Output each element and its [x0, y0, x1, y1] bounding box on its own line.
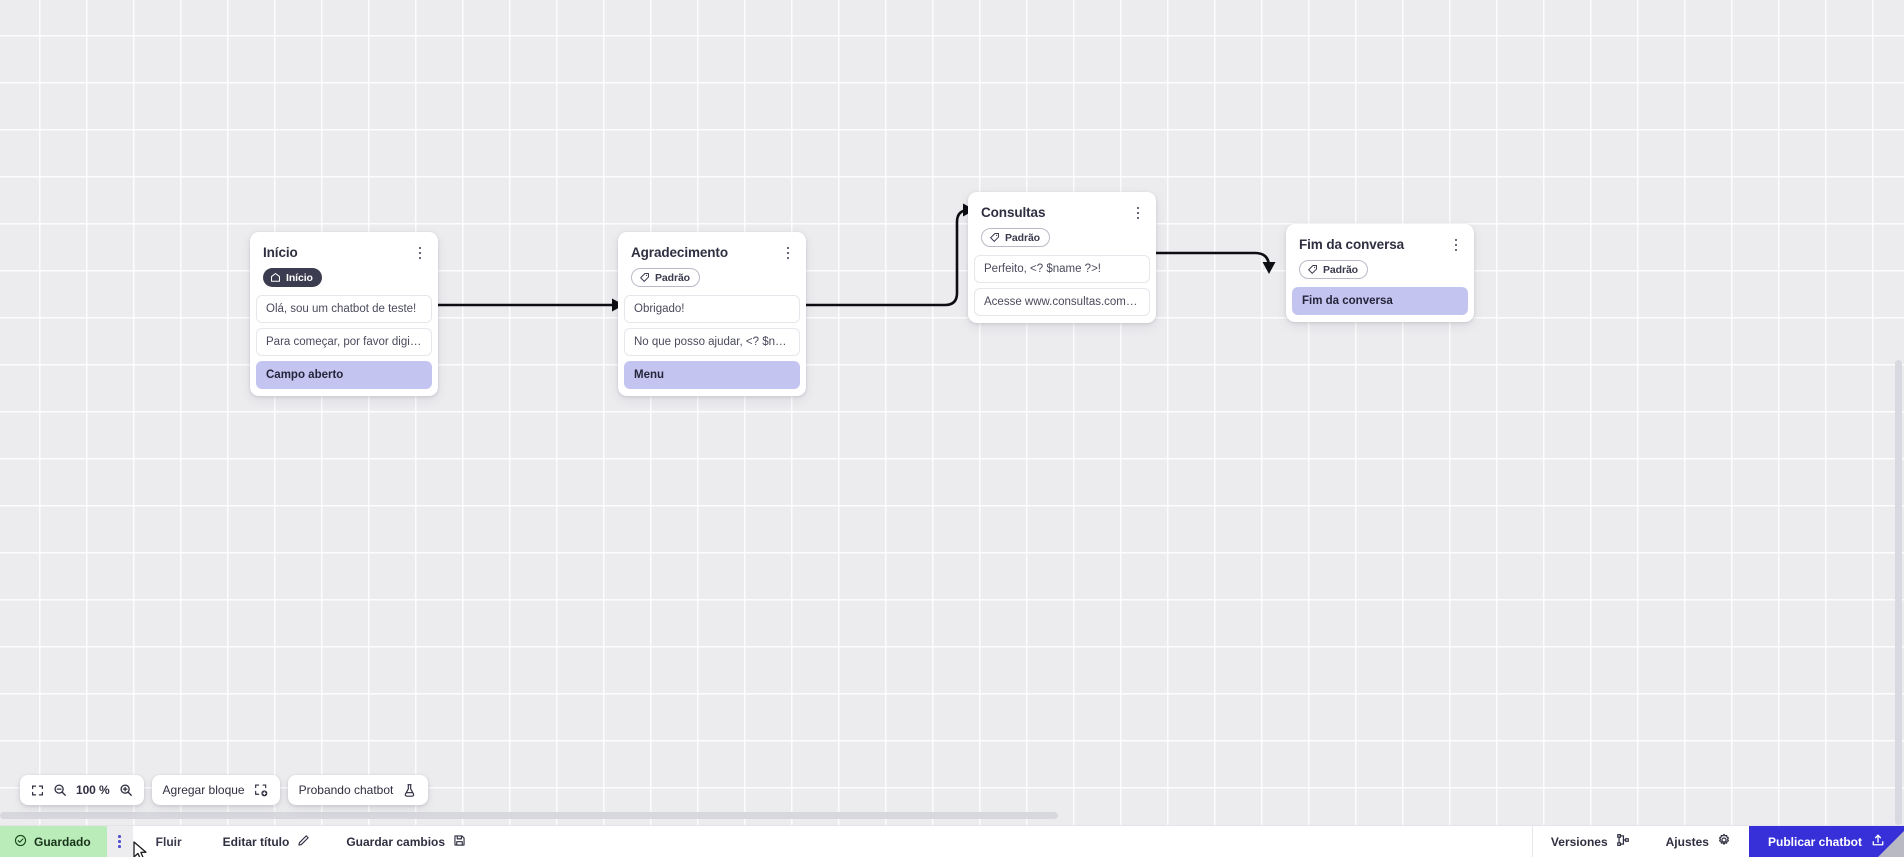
node-row-message[interactable]: No que posso ajudar, <? $name ... [624, 328, 800, 356]
flow-node-inicio[interactable]: Início Início Olá, sou um chatbot de tes… [250, 232, 438, 396]
save-changes-button[interactable]: Guardar cambios [328, 826, 485, 857]
flow-node-consultas[interactable]: Consultas Padrão Perfeito, <? $name ?>! … [968, 192, 1156, 323]
node-rows: Obrigado! No que posso ajudar, <? $name … [624, 295, 800, 389]
node-rows: Olá, sou um chatbot de teste! Para começ… [256, 295, 432, 389]
node-badge[interactable]: Início [263, 268, 322, 287]
node-badges: Início [256, 262, 432, 295]
gear-icon [1717, 833, 1731, 850]
node-badge[interactable]: Padrão [981, 228, 1050, 247]
node-title: Início [263, 245, 298, 260]
tab-menu-icon[interactable] [106, 826, 133, 857]
add-block-icon [254, 783, 269, 798]
zoom-out-icon[interactable] [53, 783, 67, 797]
pencil-icon [297, 834, 310, 850]
node-menu-icon[interactable] [1130, 204, 1146, 222]
zoom-controls: 100 % [20, 775, 144, 805]
node-rows: Perfeito, <? $name ?>! Acesse www.consul… [974, 255, 1150, 316]
node-badge-label: Início [286, 271, 313, 284]
node-row-message[interactable]: Para começar, por favor digite o ... [256, 328, 432, 356]
status-bar: Guardado Fluir Editar título Guardar cam… [0, 825, 1904, 857]
versions-label: Versiones [1550, 834, 1608, 849]
node-row-action[interactable]: Fim da conversa [1292, 287, 1468, 315]
node-badge-label: Padrão [1323, 263, 1358, 276]
test-chatbot-label: Probando chatbot [298, 783, 394, 797]
node-badge-label: Padrão [655, 271, 690, 284]
node-badges: Padrão [974, 222, 1150, 255]
node-header: Agradecimento [624, 238, 800, 262]
edit-title-button[interactable]: Editar título [204, 826, 329, 857]
flow-canvas[interactable]: Início Início Olá, sou um chatbot de tes… [0, 0, 1904, 825]
node-row-message[interactable]: Perfeito, <? $name ?>! [974, 255, 1150, 283]
node-row-message[interactable]: Olá, sou um chatbot de teste! [256, 295, 432, 323]
node-row-message[interactable]: Acesse www.consultas.com par... [974, 288, 1150, 316]
saved-status-badge: Guardado [0, 826, 107, 857]
node-rows: Fim da conversa [1292, 287, 1468, 315]
flow-node-agradecimento[interactable]: Agradecimento Padrão Obrigado! No que po… [618, 232, 806, 396]
node-row-action[interactable]: Menu [624, 361, 800, 389]
tag-icon [640, 273, 649, 282]
canvas-toolbar: 100 % Agregar bloque Probando chatbot [20, 775, 429, 805]
node-title: Consultas [981, 205, 1046, 220]
publish-chatbot-button[interactable]: Publicar chatbot [1748, 826, 1904, 857]
branch-icon [1616, 833, 1630, 850]
node-header: Início [256, 238, 432, 262]
tab-fluir[interactable]: Fluir [132, 826, 205, 857]
versions-button[interactable]: Versiones [1531, 826, 1648, 857]
upload-icon [1871, 833, 1885, 850]
node-header: Fim da conversa [1292, 230, 1468, 254]
node-title: Fim da conversa [1299, 237, 1405, 252]
edit-title-label: Editar título [222, 834, 290, 849]
publish-label: Publicar chatbot [1767, 834, 1862, 849]
node-title: Agradecimento [631, 245, 728, 260]
save-disk-icon [453, 834, 466, 850]
node-badges: Padrão [1292, 254, 1468, 287]
settings-label: Ajustes [1665, 834, 1709, 849]
node-row-action[interactable]: Campo aberto [256, 361, 432, 389]
fit-screen-icon[interactable] [31, 784, 44, 797]
node-menu-icon[interactable] [1448, 236, 1464, 254]
tag-icon [1308, 265, 1317, 274]
tag-icon [990, 233, 999, 242]
settings-button[interactable]: Ajustes [1647, 826, 1749, 857]
zoom-level-label: 100 % [76, 783, 110, 797]
save-changes-label: Guardar cambios [346, 834, 446, 849]
statusbar-spacer [484, 826, 1532, 857]
check-circle-icon [14, 834, 27, 850]
add-block-label: Agregar bloque [162, 783, 245, 797]
node-badge-label: Padrão [1005, 231, 1040, 244]
horizontal-scrollbar[interactable] [0, 812, 1058, 819]
tab-strip: Fluir [106, 826, 205, 857]
node-badge[interactable]: Padrão [1299, 260, 1368, 279]
vertical-scrollbar[interactable] [1895, 360, 1902, 825]
saved-label: Guardado [34, 834, 91, 849]
node-badges: Padrão [624, 262, 800, 295]
flow-node-fim-da-conversa[interactable]: Fim da conversa Padrão Fim da conversa [1286, 224, 1474, 322]
flask-icon [402, 783, 417, 798]
node-menu-icon[interactable] [412, 244, 428, 262]
node-badge[interactable]: Padrão [631, 268, 700, 287]
connector-layer [438, 203, 1276, 312]
add-block-button[interactable]: Agregar bloque [151, 775, 280, 805]
node-menu-icon[interactable] [780, 244, 796, 262]
node-header: Consultas [974, 198, 1150, 222]
node-row-message[interactable]: Obrigado! [624, 295, 800, 323]
test-chatbot-button[interactable]: Probando chatbot [287, 775, 429, 805]
zoom-in-icon[interactable] [119, 783, 133, 797]
home-icon [270, 272, 281, 282]
